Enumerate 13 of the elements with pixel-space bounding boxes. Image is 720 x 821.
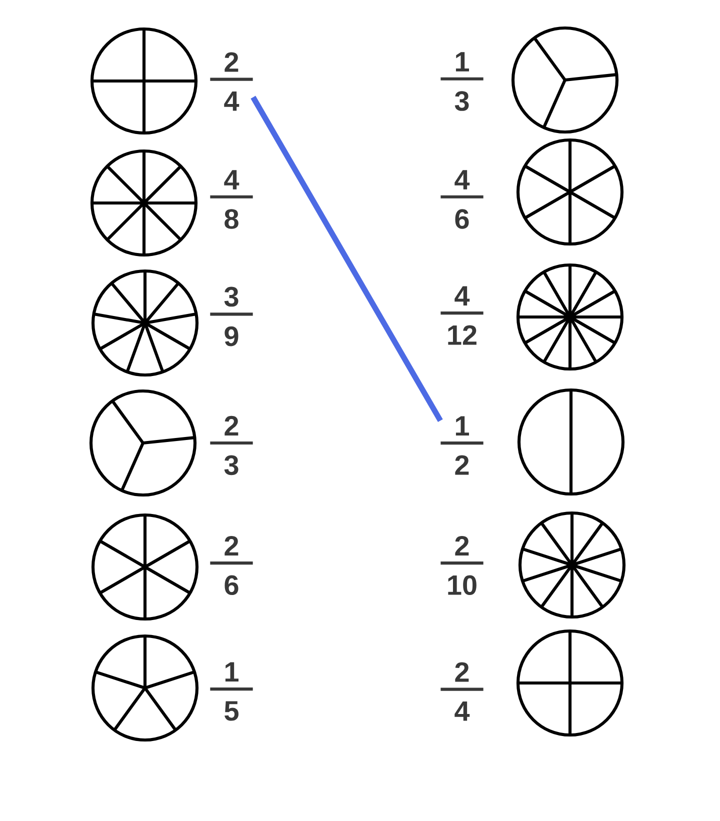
fraction: 2 4 [210,52,253,111]
fraction: 1 2 [440,416,484,475]
fraction: 4 8 [210,170,253,229]
fraction: 2 10 [440,536,484,596]
fraction: 1 3 [440,52,484,111]
matching-line [250,96,443,422]
fraction: 1 5 [210,662,253,721]
fraction: 2 6 [210,536,253,596]
fraction: 2 4 [440,662,484,721]
fraction: 2 3 [210,416,253,476]
fraction: 4 12 [440,286,484,345]
fraction: 3 9 [210,286,253,346]
fraction: 4 6 [440,170,484,229]
